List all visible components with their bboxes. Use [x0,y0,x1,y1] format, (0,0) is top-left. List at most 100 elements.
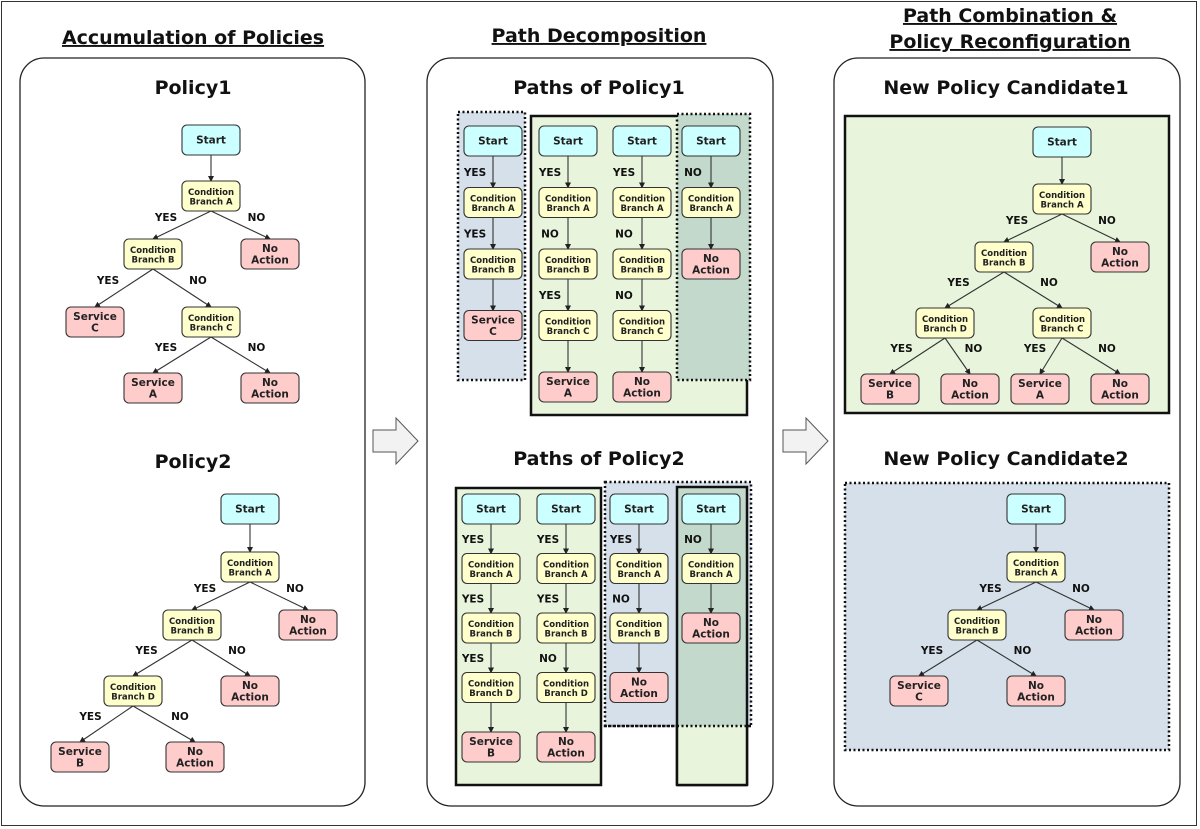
path-policy1-col2-step3-label: Condition [545,256,591,266]
path-policy1-col4-step1: Start [681,125,741,157]
path-policy2-col4-step2-label: Branch A [689,570,733,580]
connector-arrow [1061,337,1121,375]
path-policy2-col1-step3-label: Condition [468,620,514,630]
path-policy1-col1-step4-label: C [489,326,497,338]
candidate1-node-na1-label: No [1112,246,1128,258]
edge-label-no: NO [615,228,633,240]
policy1-node-sc-label: Service [73,311,117,323]
path-policy1-col1-step1: Start [463,125,523,157]
policy1-node-c-label: Condition [188,314,234,324]
candidate2-node-s-label: Start [1021,504,1051,516]
path-policy2-col4-step1-box [681,493,741,525]
path-policy2-col3-step1-label: Start [624,504,654,516]
path-policy1-col2-step1-box [538,125,598,157]
path-policy1-col1-step1-label: Start [478,136,508,148]
candidate2-node-a-label: Branch A [1014,568,1058,578]
edge-label-yes: YES [1023,343,1046,355]
path-policy1-col4-step1-box [681,125,741,157]
candidate1-node-sa-label: Service [1018,378,1062,390]
connector-arrow [1003,271,1063,309]
path-policy1-col2-step5-box [538,371,598,403]
candidate2-node-b-box [947,609,1007,641]
candidate1-node-a-label: Condition [1039,191,1085,201]
edge-label-yes: YES [612,167,635,179]
candidate2-node-na1-box [1064,609,1124,641]
path-policy2-col3-step4-label: Action [620,688,658,700]
path-policy1-col3-step5-label: No [634,376,650,388]
edge-label-no: NO [1072,583,1090,595]
path-policy2-col1-step2-label: Branch A [469,570,513,580]
path-policy2-col4-step1: Start [681,493,741,525]
path-policy2-col2-step2-label: Condition [543,560,589,570]
connector-arrow [944,337,971,375]
candidate1-node-na2-label: No [962,378,978,390]
combination-panel [833,57,1181,807]
path-policy1-col2-step2-label: Condition [545,194,591,204]
path-policy2-col2-step4-box [536,671,596,704]
policy2-node-a-label: Condition [227,559,273,569]
edge-label-no: NO [965,343,983,355]
policy1-node-sa-label: A [149,388,158,400]
path-policy2-col2-step4-label: Condition [543,679,589,689]
edge-label-yes: YES [609,534,632,546]
candidate1-node-s: Start [1032,126,1092,158]
path-policy2-col2-step3-label: Condition [543,620,589,630]
connector-arrow [152,336,212,374]
path-policy1-col4-step3-label: Action [692,264,730,276]
edge-label-yes: YES [461,593,484,605]
policy1-node-s-box [181,124,241,156]
path-policy2-col3-step3-label: Condition [616,620,662,630]
connector-arrow [976,581,1037,611]
path-policy2-col1-step5-box [461,731,521,763]
section-title-text: Accumulation of Policies [62,27,324,49]
policy1-node-sc-box [65,306,125,338]
path-policy2-col4-step3-label: Action [692,628,730,640]
path-policy1-col1-step3-label: Condition [470,256,516,266]
path-policy1-col2-step4-box [538,309,598,342]
candidate2-node-na2-box [1006,675,1066,707]
candidate1-node-sb-label: B [886,389,894,401]
path-policy2-col1-step2-box [461,552,521,585]
candidate2-node-b-label: Condition [954,617,1000,627]
path-policy2-col2-step1: Start [536,493,596,525]
edge-label-yes: YES [538,290,561,302]
path-policy1-col1-step4-label: Service [471,314,515,326]
candidate1-node-c-label: Condition [1039,315,1085,325]
path-policy2-col3-step4-label: No [631,676,647,688]
candidate1-node-sa-box [1010,373,1070,405]
policy2-node-b-label: Condition [169,617,215,627]
edge-label-yes: YES [889,343,912,355]
edge-label-no: NO [541,228,559,240]
panel-title-policy2: Policy2 [155,451,232,473]
edge-label-yes: YES [920,645,943,657]
path-policy1-col2-step4-label: Branch C [547,327,590,337]
path-policy1-col3-step3-box [612,248,672,280]
section-title-accumulation: Accumulation of Policies [62,27,324,49]
panel-title-policy1: Policy1 [155,77,232,99]
connector-arrow [210,336,271,374]
candidate2-node-na1-label: Action [1075,625,1113,637]
path-policy1-col3-step4-label: Condition [619,317,665,327]
path-policy1-col2-step3-label: Branch B [547,265,590,275]
accumulation-panel [19,57,366,807]
policy1-node-s-label: Start [196,135,226,147]
